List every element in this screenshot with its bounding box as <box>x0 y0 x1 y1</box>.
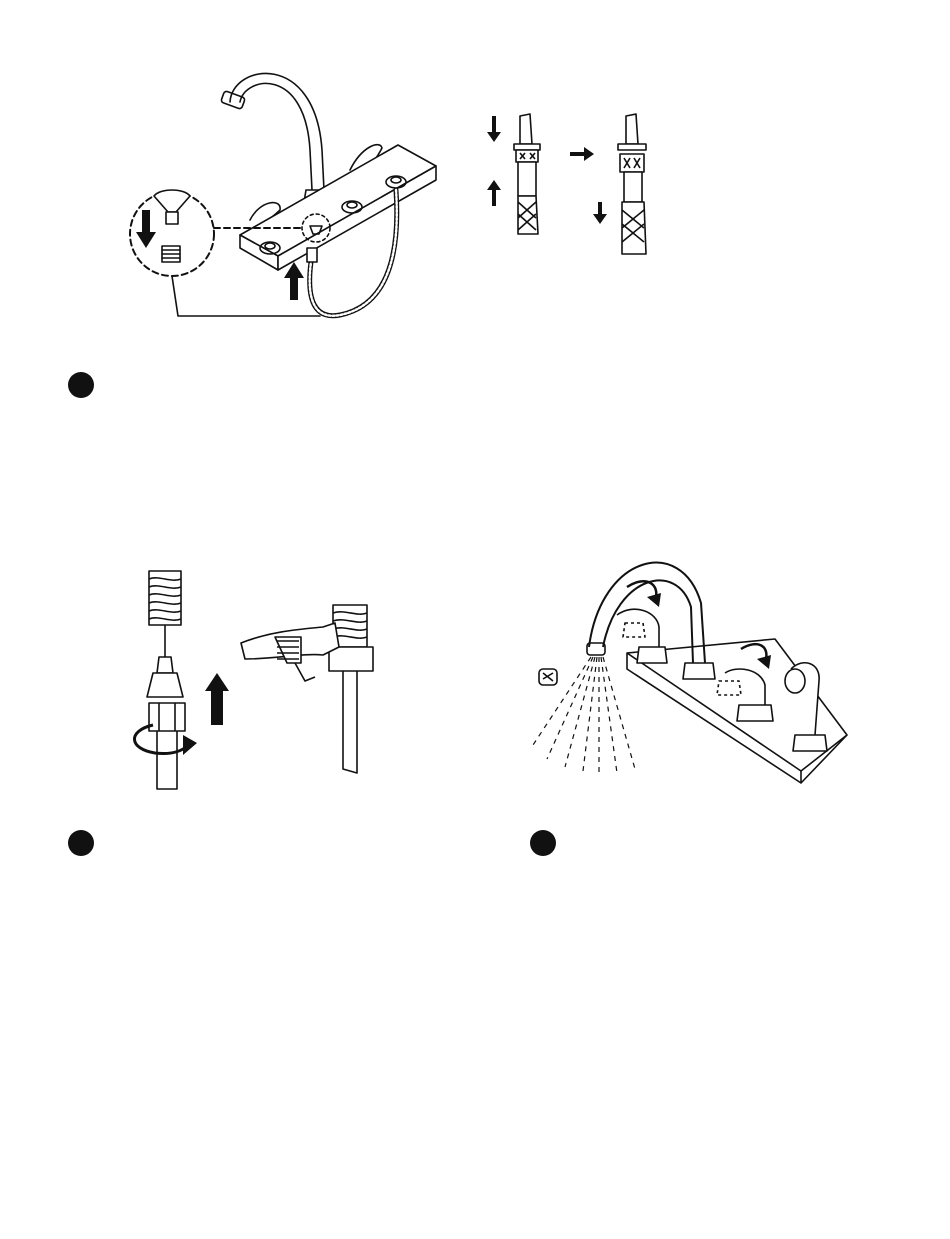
quick-connector-detail-icon <box>480 110 670 260</box>
step-3-bullet <box>530 830 556 856</box>
step-2-bullet <box>68 830 94 856</box>
flush-faucet-water-spray-icon <box>525 545 855 790</box>
step-1-bullet <box>68 372 94 398</box>
wrench-supply-line-connection-icon <box>125 565 395 795</box>
faucet-sprayer-hose-connection-icon <box>100 50 460 330</box>
